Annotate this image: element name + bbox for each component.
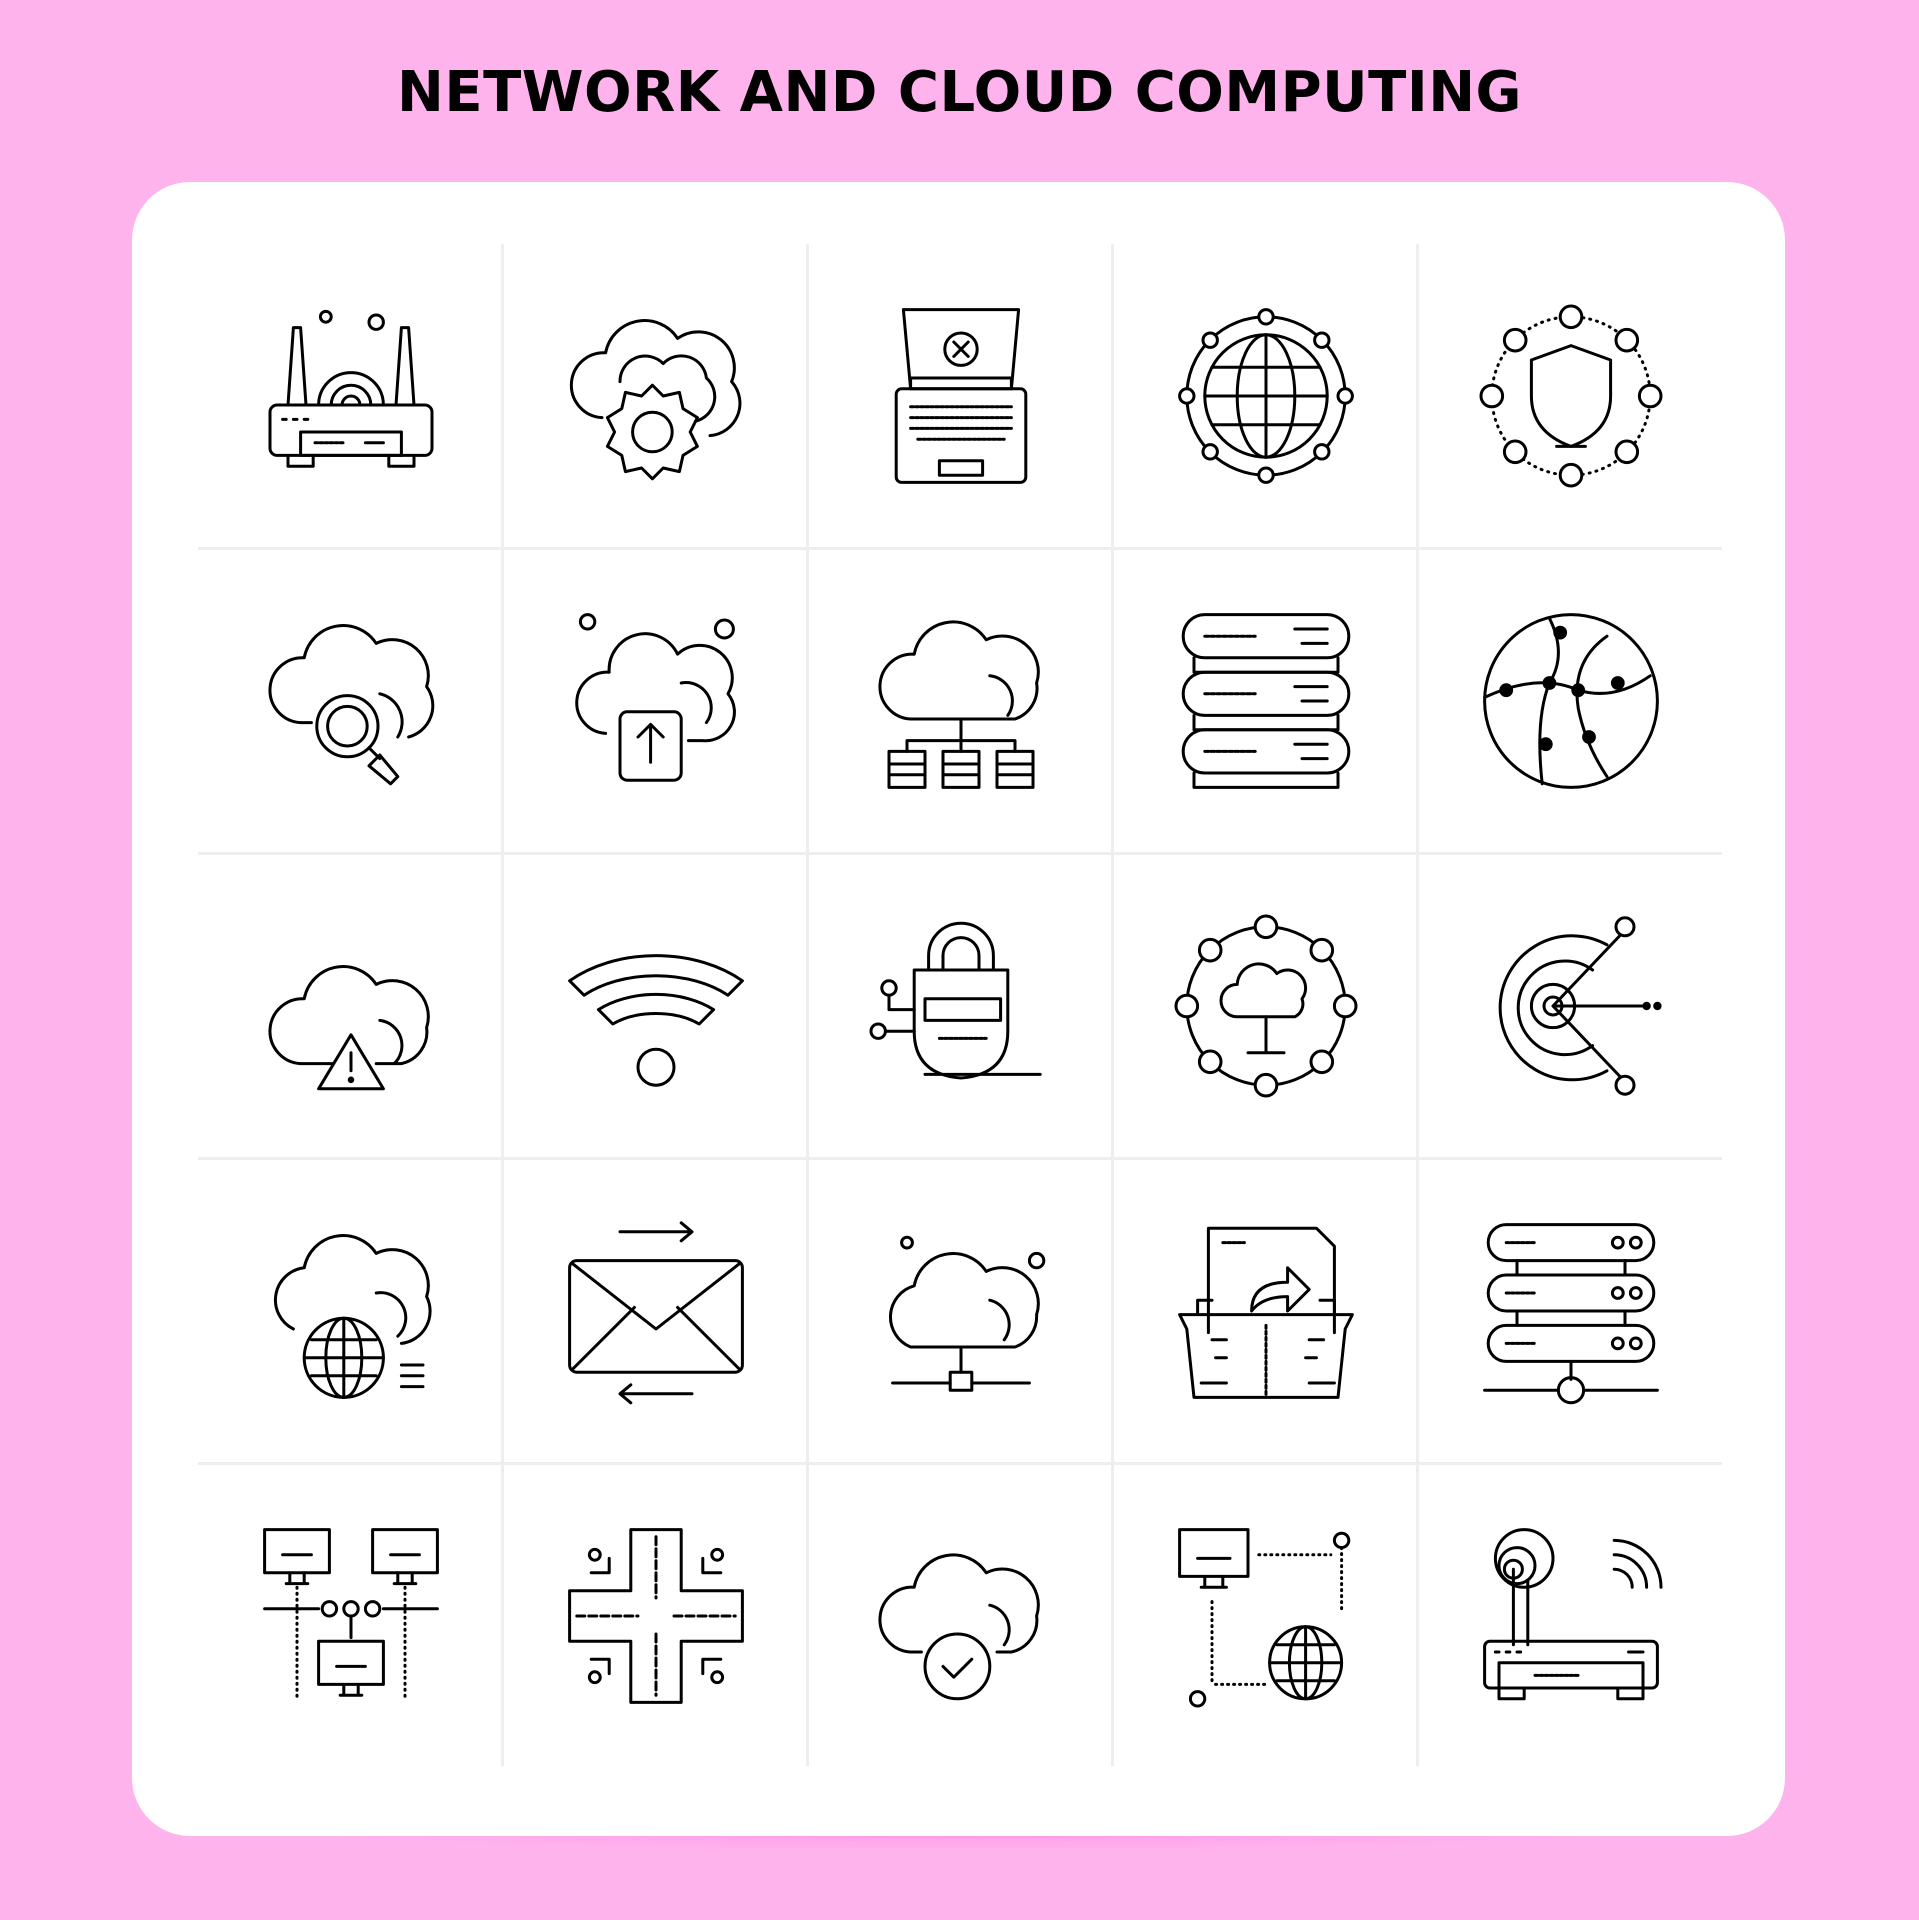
mail-exchange-icon (503, 1159, 808, 1463)
radar-icon (1418, 854, 1723, 1158)
cloud-warning-icon (198, 854, 503, 1158)
server-rack-icon (1113, 549, 1418, 853)
grid-divider (198, 852, 1722, 855)
padlock-circuit-icon (808, 854, 1113, 1158)
server-network-icon (1418, 1159, 1723, 1463)
global-network-icon (1113, 244, 1418, 548)
cloud-check-icon (808, 1464, 1113, 1768)
icon-card (132, 182, 1785, 1836)
cloud-search-icon (198, 549, 503, 853)
cloud-hierarchy-icon (808, 549, 1113, 853)
cloud-upload-icon (503, 549, 808, 853)
computer-network-icon (198, 1464, 503, 1768)
satellite-router-icon (1418, 1464, 1723, 1768)
cloud-connection-icon (808, 1159, 1113, 1463)
cloud-gear-icon (503, 244, 808, 548)
globe-connections-icon (1418, 549, 1723, 853)
page-title: NETWORK AND CLOUD COMPUTING (396, 60, 1523, 125)
grid-divider (198, 1157, 1722, 1160)
wifi-signal-icon (503, 854, 808, 1158)
computer-globe-link-icon (1113, 1464, 1418, 1768)
grid-divider (501, 244, 504, 1766)
grid-divider (198, 1462, 1722, 1465)
router-icon (198, 244, 503, 548)
grid-divider (198, 547, 1722, 550)
grid-divider (806, 244, 809, 1766)
grid-divider (1111, 244, 1114, 1766)
cloud-globe-icon (198, 1159, 503, 1463)
laptop-error-icon (808, 244, 1113, 548)
icon-grid (198, 244, 1722, 1766)
shield-network-icon (1418, 244, 1723, 548)
cloud-network-icon (1113, 854, 1418, 1158)
grid-divider (1416, 244, 1419, 1766)
crossroad-circuit-icon (503, 1464, 808, 1768)
zip-folder-share-icon (1113, 1159, 1418, 1463)
